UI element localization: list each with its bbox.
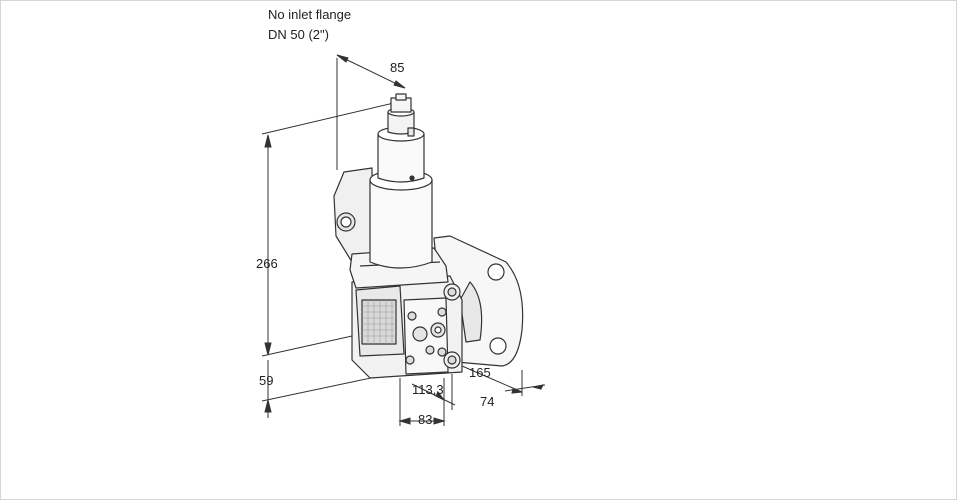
screw-bottom-right xyxy=(437,347,447,357)
note-dn-size: DN 50 (2") xyxy=(268,27,329,42)
extension-line-266-bottom xyxy=(261,335,353,357)
dimension-label-74: 74 xyxy=(480,394,495,409)
port-left xyxy=(412,326,428,342)
flange-bolt-hole-top xyxy=(487,263,505,281)
arrow-266-top xyxy=(264,134,272,148)
actuator-tube xyxy=(377,133,425,183)
dimension-label-59: 59 xyxy=(259,373,274,388)
arrow-85-left xyxy=(336,54,349,63)
flange-bore xyxy=(459,281,483,343)
connector-pin xyxy=(395,93,407,101)
screw-top-left xyxy=(407,311,417,321)
port-right-inner xyxy=(434,326,442,334)
dimension-line-113 xyxy=(411,383,456,406)
arrow-74-right xyxy=(532,384,544,390)
extension-line-59 xyxy=(261,374,386,402)
dimension-label-83: 83 xyxy=(418,412,433,427)
arrow-85-right xyxy=(393,80,406,89)
screw-top-right xyxy=(437,307,447,317)
extension-line-266-top xyxy=(261,101,399,135)
actuator-marker xyxy=(409,175,415,181)
dimension-label-165: 165 xyxy=(469,365,491,380)
connector-nut xyxy=(407,127,415,137)
arrow-266-bottom xyxy=(264,342,272,356)
arrow-83-right xyxy=(433,417,446,425)
bracket-hole-inner xyxy=(340,216,352,228)
dimension-line-165 xyxy=(461,365,523,393)
dimension-label-113-3: 113,3 xyxy=(412,382,444,397)
valve-body xyxy=(333,93,524,379)
screw-bottom-middle xyxy=(425,345,435,355)
flange-bolt-hole-bottom xyxy=(489,337,507,355)
arrow-113 xyxy=(435,391,445,401)
dimension-label-266: 266 xyxy=(256,256,278,271)
solenoid-coil xyxy=(369,179,433,269)
filter-mesh-grid xyxy=(362,300,396,344)
note-no-inlet-flange: No inlet flange xyxy=(268,7,352,22)
filter-mesh xyxy=(361,299,397,345)
arrow-59-bottom xyxy=(264,399,272,413)
arrow-74-left xyxy=(511,388,523,394)
dimension-label-85: 85 xyxy=(390,60,405,75)
screw-bottom-left xyxy=(405,355,415,365)
dimension-line-85 xyxy=(336,54,406,89)
arrow-83-left xyxy=(398,417,411,425)
